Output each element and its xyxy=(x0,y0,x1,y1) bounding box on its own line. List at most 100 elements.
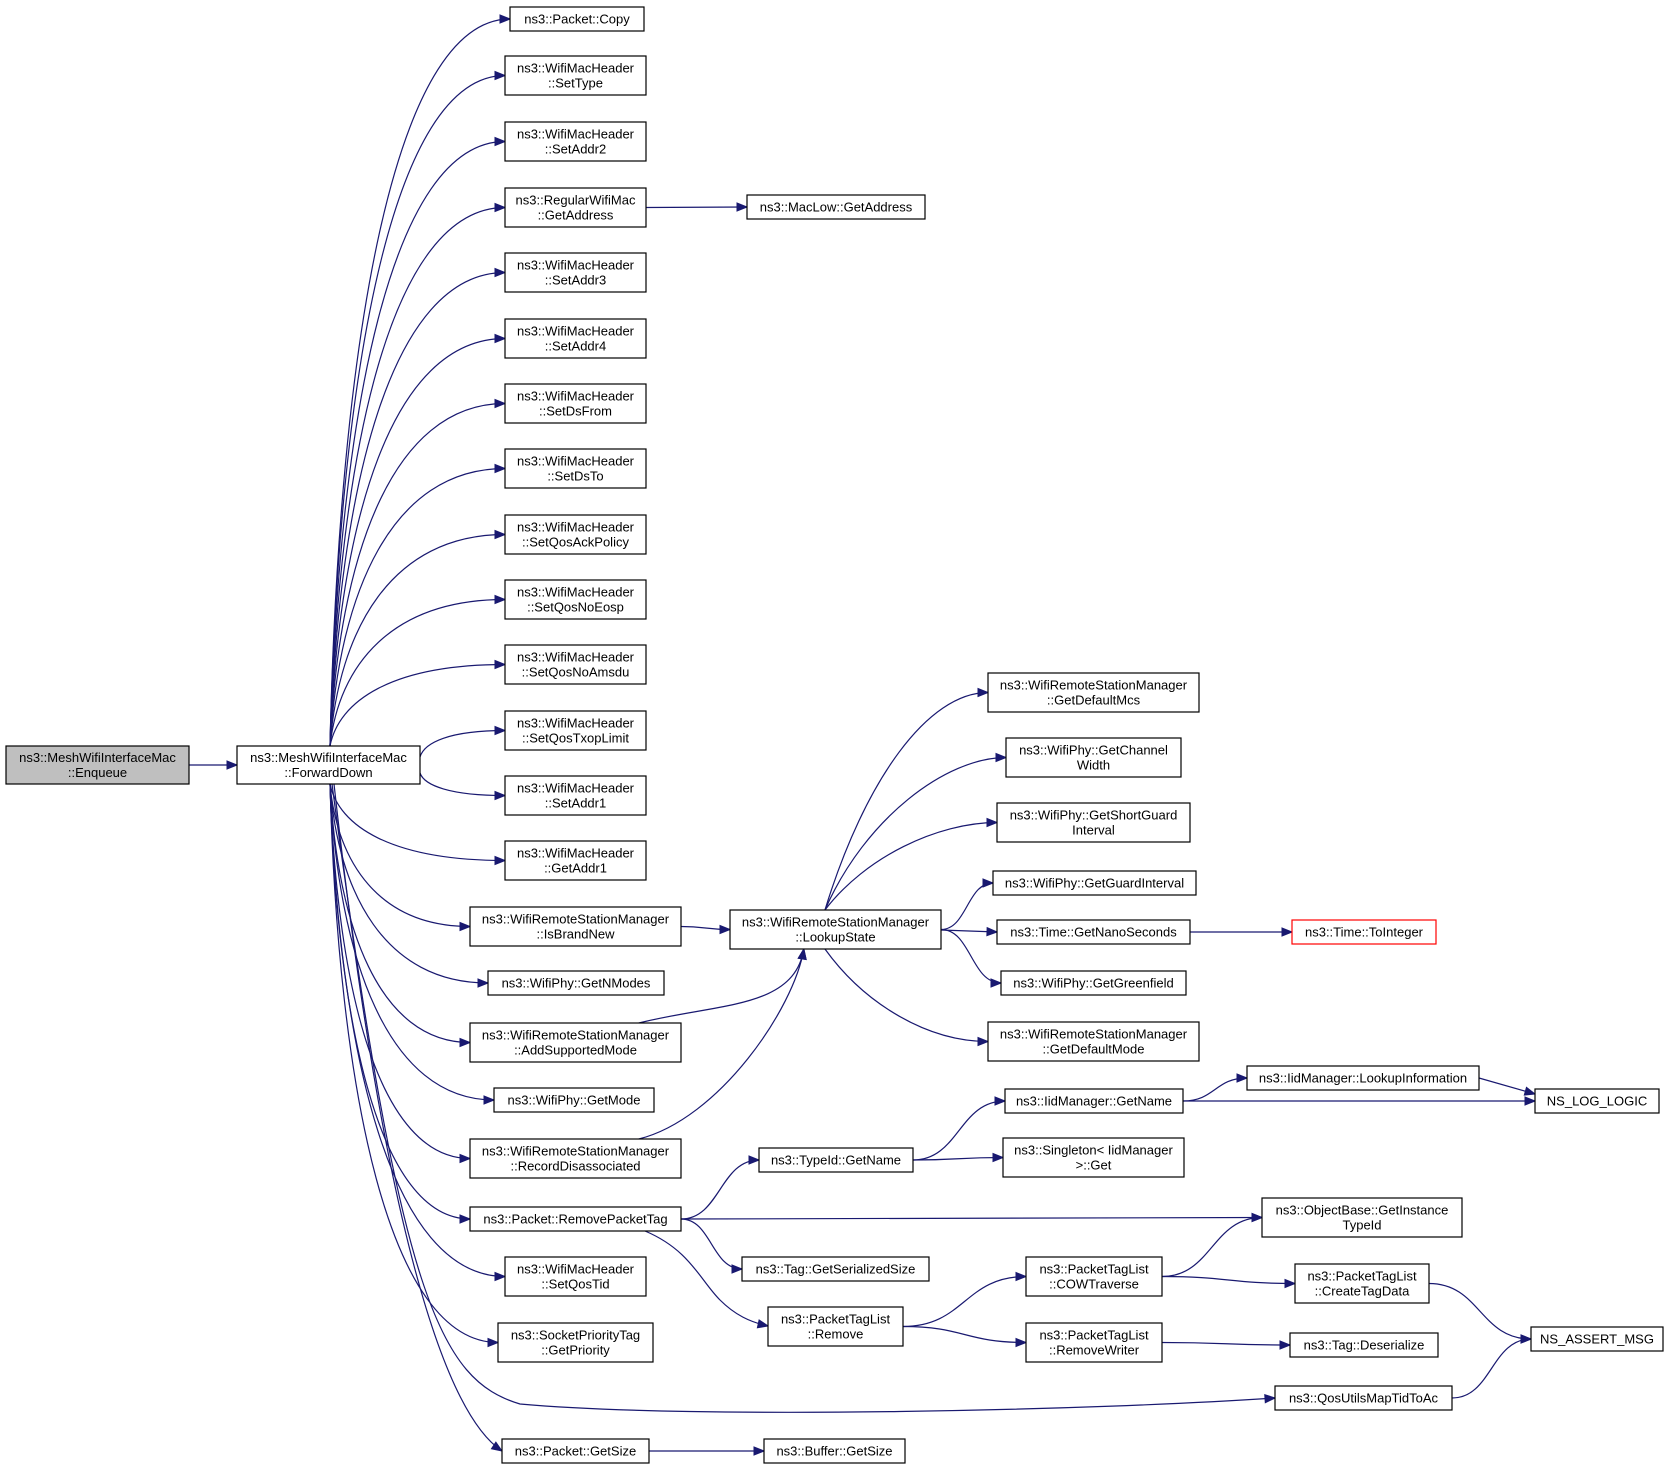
node-add-supported-mode[interactable]: ns3::WifiRemoteStationManager::AddSuppor… xyxy=(469,1022,682,1063)
node-ns-log-logic[interactable]: NS_LOG_LOGIC xyxy=(1534,1088,1660,1114)
node-box[interactable] xyxy=(493,1087,655,1113)
node-box[interactable] xyxy=(497,1322,654,1363)
node-box[interactable] xyxy=(469,906,682,947)
node-set-qos-no-eosp[interactable]: ns3::WifiMacHeader::SetQosNoEosp xyxy=(504,579,647,620)
node-get-default-mcs[interactable]: ns3::WifiRemoteStationManager::GetDefaul… xyxy=(987,672,1200,713)
node-box[interactable] xyxy=(987,1021,1200,1062)
node-box[interactable] xyxy=(763,1438,906,1464)
node-box[interactable] xyxy=(1534,1088,1660,1114)
node-box[interactable] xyxy=(1289,1332,1439,1358)
node-box[interactable] xyxy=(1025,1256,1163,1297)
node-cow-traverse[interactable]: ns3::PacketTagList::COWTraverse xyxy=(1025,1256,1163,1297)
node-box[interactable] xyxy=(504,121,647,162)
node-set-qos-tid[interactable]: ns3::WifiMacHeader::SetQosTid xyxy=(504,1256,647,1297)
node-remove-packet-tag[interactable]: ns3::Packet::RemovePacketTag xyxy=(469,1206,682,1232)
node-tag-get-serialized-size[interactable]: ns3::Tag::GetSerializedSize xyxy=(741,1256,930,1282)
node-box[interactable] xyxy=(504,775,647,816)
node-box[interactable] xyxy=(996,919,1191,945)
node-get-addr1[interactable]: ns3::WifiMacHeader::GetAddr1 xyxy=(504,840,647,881)
node-box[interactable] xyxy=(1294,1263,1430,1304)
node-box[interactable] xyxy=(469,1206,682,1232)
node-box[interactable] xyxy=(729,909,942,950)
node-box[interactable] xyxy=(741,1256,930,1282)
node-get-mode[interactable]: ns3::WifiPhy::GetMode xyxy=(493,1087,655,1113)
node-set-addr3[interactable]: ns3::WifiMacHeader::SetAddr3 xyxy=(504,252,647,293)
node-box[interactable] xyxy=(1025,1322,1163,1363)
node-box[interactable] xyxy=(987,672,1200,713)
node-box[interactable] xyxy=(504,383,647,424)
node-box[interactable] xyxy=(1274,1385,1453,1411)
node-get-nano-seconds[interactable]: ns3::Time::GetNanoSeconds xyxy=(996,919,1191,945)
node-box[interactable] xyxy=(996,802,1191,843)
node-get-guard-interval[interactable]: ns3::WifiPhy::GetGuardInterval xyxy=(992,870,1197,896)
node-set-addr2[interactable]: ns3::WifiMacHeader::SetAddr2 xyxy=(504,121,647,162)
node-box[interactable] xyxy=(504,514,647,555)
node-box[interactable] xyxy=(504,644,647,685)
node-set-qos-ack-policy[interactable]: ns3::WifiMacHeader::SetQosAckPolicy xyxy=(504,514,647,555)
node-get-default-mode[interactable]: ns3::WifiRemoteStationManager::GetDefaul… xyxy=(987,1021,1200,1062)
node-pkt-copy[interactable]: ns3::Packet::Copy xyxy=(509,6,645,32)
node-ns-assert-msg[interactable]: NS_ASSERT_MSG xyxy=(1530,1326,1664,1352)
node-box[interactable] xyxy=(504,55,647,96)
node-box[interactable] xyxy=(504,710,647,751)
node-set-addr4[interactable]: ns3::WifiMacHeader::SetAddr4 xyxy=(504,318,647,359)
node-box[interactable] xyxy=(1246,1065,1480,1091)
node-record-disassociated[interactable]: ns3::WifiRemoteStationManager::RecordDis… xyxy=(469,1138,682,1179)
node-box[interactable] xyxy=(767,1306,904,1347)
node-box[interactable] xyxy=(992,870,1197,896)
node-tag-deserialize[interactable]: ns3::Tag::Deserialize xyxy=(1289,1332,1439,1358)
node-box[interactable] xyxy=(504,579,647,620)
node-box[interactable] xyxy=(504,318,647,359)
node-box[interactable] xyxy=(1005,737,1182,778)
node-buf-get-size[interactable]: ns3::Buffer::GetSize xyxy=(763,1438,906,1464)
node-type-id-get-name[interactable]: ns3::TypeId::GetName xyxy=(758,1147,914,1173)
node-box[interactable] xyxy=(5,745,190,785)
node-box[interactable] xyxy=(469,1138,682,1179)
node-remove-writer[interactable]: ns3::PacketTagList::RemoveWriter xyxy=(1025,1322,1163,1363)
node-set-type[interactable]: ns3::WifiMacHeader::SetType xyxy=(504,55,647,96)
node-box[interactable] xyxy=(1530,1326,1664,1352)
node-is-brand-new[interactable]: ns3::WifiRemoteStationManager::IsBrandNe… xyxy=(469,906,682,947)
node-box[interactable] xyxy=(1002,1137,1185,1178)
node-forward-down[interactable]: ns3::MeshWifiInterfaceMac::ForwardDown xyxy=(236,745,421,785)
node-set-addr1[interactable]: ns3::WifiMacHeader::SetAddr1 xyxy=(504,775,647,816)
node-box[interactable] xyxy=(236,745,421,785)
node-create-tag-data[interactable]: ns3::PacketTagList::CreateTagData xyxy=(1294,1263,1430,1304)
node-set-ds-to[interactable]: ns3::WifiMacHeader::SetDsTo xyxy=(504,448,647,489)
node-set-qos-no-amsdu[interactable]: ns3::WifiMacHeader::SetQosNoAmsdu xyxy=(504,644,647,685)
node-box[interactable] xyxy=(469,1022,682,1063)
node-box[interactable] xyxy=(1291,919,1437,945)
node-box[interactable] xyxy=(504,1256,647,1297)
node-box[interactable] xyxy=(509,6,645,32)
node-ptl-remove[interactable]: ns3::PacketTagList::Remove xyxy=(767,1306,904,1347)
node-mac-low-get-address[interactable]: ns3::MacLow::GetAddress xyxy=(746,194,926,220)
node-box[interactable] xyxy=(1004,1088,1184,1114)
node-box[interactable] xyxy=(501,1438,650,1464)
node-box[interactable] xyxy=(746,194,926,220)
node-lookup-information[interactable]: ns3::IidManager::LookupInformation xyxy=(1246,1065,1480,1091)
node-get-address[interactable]: ns3::RegularWifiMac::GetAddress xyxy=(504,187,647,228)
node-box[interactable] xyxy=(1000,970,1187,996)
node-enqueue[interactable]: ns3::MeshWifiInterfaceMac::Enqueue xyxy=(5,745,190,785)
node-box[interactable] xyxy=(504,448,647,489)
node-box[interactable] xyxy=(504,187,647,228)
node-qos-utils-map-tid-to-ac[interactable]: ns3::QosUtilsMapTidToAc xyxy=(1274,1385,1453,1411)
node-iid-get-name[interactable]: ns3::IidManager::GetName xyxy=(1004,1088,1184,1114)
node-pkt-get-size[interactable]: ns3::Packet::GetSize xyxy=(501,1438,650,1464)
node-set-ds-from[interactable]: ns3::WifiMacHeader::SetDsFrom xyxy=(504,383,647,424)
node-get-nmodes[interactable]: ns3::WifiPhy::GetNModes xyxy=(487,970,665,996)
node-to-integer[interactable]: ns3::Time::ToInteger xyxy=(1291,919,1437,945)
node-box[interactable] xyxy=(487,970,665,996)
node-singleton-get[interactable]: ns3::Singleton< IidManager>::Get xyxy=(1002,1137,1185,1178)
node-set-qos-txop-limit[interactable]: ns3::WifiMacHeader::SetQosTxopLimit xyxy=(504,710,647,751)
node-box[interactable] xyxy=(504,840,647,881)
node-get-priority[interactable]: ns3::SocketPriorityTag::GetPriority xyxy=(497,1322,654,1363)
node-box[interactable] xyxy=(758,1147,914,1173)
node-get-greenfield[interactable]: ns3::WifiPhy::GetGreenfield xyxy=(1000,970,1187,996)
node-lookup-state[interactable]: ns3::WifiRemoteStationManager::LookupSta… xyxy=(729,909,942,950)
node-box[interactable] xyxy=(1261,1197,1463,1238)
node-box[interactable] xyxy=(504,252,647,293)
